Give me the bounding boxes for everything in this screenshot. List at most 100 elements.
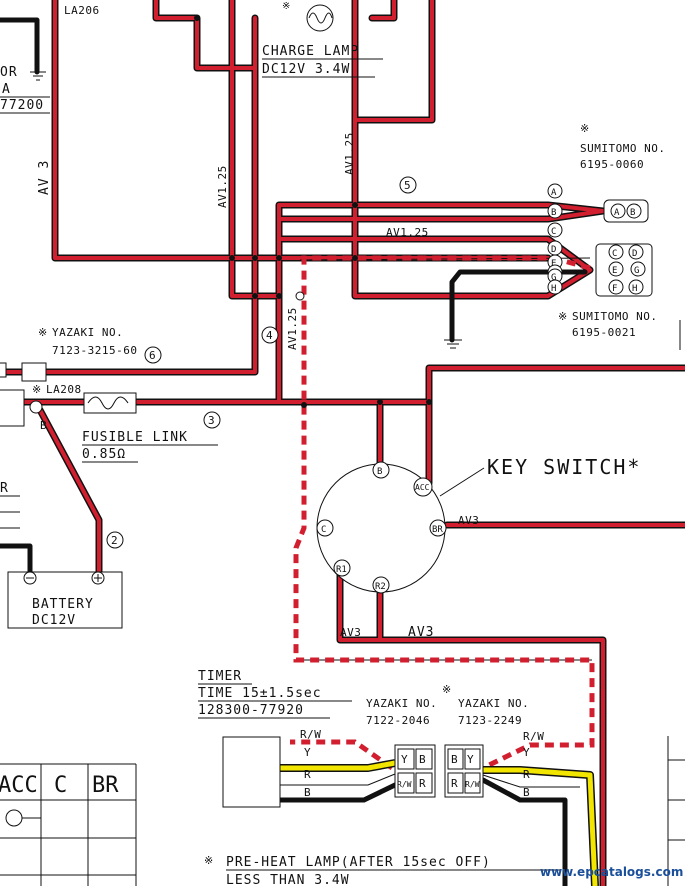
clipped-or-label: OR	[0, 65, 18, 80]
svg-text:H: H	[551, 284, 556, 294]
timer-wire-labels: R/W Y R B R/W Y R B	[300, 728, 544, 799]
svg-text:B: B	[630, 208, 635, 218]
sumitomo-2-title: SUMITOMO NO.	[572, 310, 657, 323]
svg-text:R/W: R/W	[523, 730, 544, 743]
preheat-lamp-note: ※ PRE-HEAT LAMP(AFTER 15sec OFF) LESS TH…	[204, 854, 560, 886]
svg-text:※: ※	[580, 122, 590, 135]
dashed-rw-wire	[290, 255, 595, 771]
av3-bottom-b-label: AV3	[408, 625, 434, 640]
svg-text:A: A	[551, 188, 557, 198]
svg-text:6: 6	[149, 349, 156, 362]
svg-text:B: B	[377, 467, 382, 477]
svg-text:F: F	[612, 284, 617, 294]
timer-box	[222, 736, 281, 808]
svg-text:B: B	[551, 208, 556, 218]
svg-text:BR: BR	[432, 525, 443, 535]
key-switch-title: KEY SWITCH*	[487, 455, 641, 479]
la208-terminal: ※ LA208 B	[29, 383, 81, 432]
charge-lamp: ※ CHARGE LAMP DC12V 3.4W	[262, 1, 383, 78]
la208-b-label: B	[40, 419, 47, 432]
svg-text:G: G	[634, 266, 639, 276]
svg-text:C: C	[612, 249, 617, 259]
svg-text:※: ※	[32, 383, 42, 396]
svg-text:B: B	[419, 753, 426, 766]
circled-6: 6	[144, 346, 162, 364]
key-switch-terminal-acc: ACC	[413, 477, 433, 497]
av3-right-label: AV3	[458, 514, 479, 527]
svg-text:2: 2	[111, 534, 118, 547]
svg-text:3: 3	[208, 414, 215, 427]
table-header-c: C	[54, 773, 67, 798]
table-dot	[5, 809, 23, 827]
svg-text:4: 4	[266, 329, 273, 342]
pin-labels: A B C D E F G H	[547, 183, 563, 295]
circled-3: 3	[203, 411, 221, 429]
sumitomo-connector-2pin: ※ SUMITOMO NO. 6195-0060 A B	[580, 122, 665, 223]
svg-text:Y: Y	[467, 753, 474, 766]
yazaki-timer-1-title: YAZAKI NO.	[366, 697, 437, 710]
key-switch-terminal-r2: R2	[372, 576, 390, 594]
black-wires	[0, 17, 588, 886]
av3-bottom-a-label: AV3	[340, 626, 361, 639]
circled-2: 2	[106, 531, 124, 549]
clipped-r-label: R	[0, 481, 9, 496]
key-switch-terminal-b: B	[372, 461, 390, 479]
svg-text:R2: R2	[375, 582, 386, 592]
svg-text:A: A	[614, 208, 620, 218]
svg-text:B: B	[523, 786, 530, 799]
charge-lamp-rating: DC12V 3.4W	[262, 62, 350, 77]
svg-text:※: ※	[204, 854, 214, 867]
clipped-a-label: A	[2, 82, 11, 97]
yazaki-connector-timer-1: YAZAKI NO. 7122-2046 Y B R/W R	[366, 697, 437, 798]
clipped-part-label: 77200	[0, 98, 44, 113]
sumitomo-1-title: SUMITOMO NO.	[580, 142, 665, 155]
table-header-acc: ACC	[0, 773, 38, 798]
svg-text:Y: Y	[304, 746, 311, 759]
timer-time: TIME 15±1.5sec	[198, 686, 322, 701]
svg-text:G: G	[551, 273, 556, 283]
timer-part: 128300-77920	[198, 703, 304, 718]
key-switch-terminal-r1: R1	[333, 559, 351, 577]
svg-text:E: E	[612, 266, 617, 276]
svg-text:Y: Y	[401, 753, 408, 766]
yazaki-timer-2-title: YAZAKI NO.	[458, 697, 529, 710]
sumitomo-connector-6pin: C D E G F H ※ SUMITOMO NO. 6195-0021	[558, 243, 657, 339]
fusible-link-rating: 0.85Ω	[82, 447, 126, 462]
svg-text:C: C	[551, 227, 556, 237]
svg-text:Y: Y	[523, 746, 530, 759]
timer-title: TIMER	[198, 669, 242, 684]
svg-text:R/W: R/W	[465, 780, 480, 789]
key-switch-terminal-c: C	[316, 519, 334, 537]
preheat-line-1: PRE-HEAT LAMP(AFTER 15sec OFF)	[226, 855, 491, 870]
key-switch-terminal-br: BR	[429, 519, 447, 537]
table-header-br: BR	[92, 773, 119, 798]
svg-text:ACC: ACC	[415, 483, 430, 492]
left-clipped-labels: R	[0, 481, 20, 529]
svg-text:※: ※	[38, 326, 48, 339]
battery: BATTERY DC12V	[7, 571, 123, 629]
battery-name: BATTERY	[32, 597, 94, 612]
svg-text:D: D	[551, 245, 556, 255]
right-clipped-grid	[667, 736, 685, 886]
battery-rating: DC12V	[32, 613, 76, 628]
av125-label-c: AV1.25	[386, 226, 429, 239]
svg-text:C: C	[321, 525, 326, 535]
yazaki-timer-2-part: 7123-2249	[458, 714, 522, 727]
svg-text:B: B	[451, 753, 458, 766]
sumitomo-2-part: 6195-0021	[572, 326, 636, 339]
svg-text:B: B	[304, 786, 311, 799]
yazaki-connector-6: ※ YAZAKI NO. 7123-3215-60	[0, 326, 137, 427]
preheat-line-2: LESS THAN 3.4W	[226, 873, 350, 886]
svg-text:E: E	[551, 259, 556, 269]
fusible-link: FUSIBLE LINK 0.85Ω	[82, 392, 218, 463]
timer: TIMER TIME 15±1.5sec 128300-77920	[198, 669, 352, 808]
watermark: www.epcatalogs.com	[540, 865, 683, 879]
svg-text:H: H	[632, 284, 637, 294]
yazaki-connector-timer-2: ※ YAZAKI NO. 7123-2249 B Y R R/W	[442, 683, 529, 798]
svg-text:R: R	[523, 768, 530, 781]
svg-text:※: ※	[558, 310, 568, 323]
svg-text:R: R	[419, 777, 426, 790]
switch-table: ACC C BR	[0, 763, 137, 886]
av125-label-b: AV1.25	[343, 132, 356, 175]
yazaki-left-title: YAZAKI NO.	[52, 326, 123, 339]
